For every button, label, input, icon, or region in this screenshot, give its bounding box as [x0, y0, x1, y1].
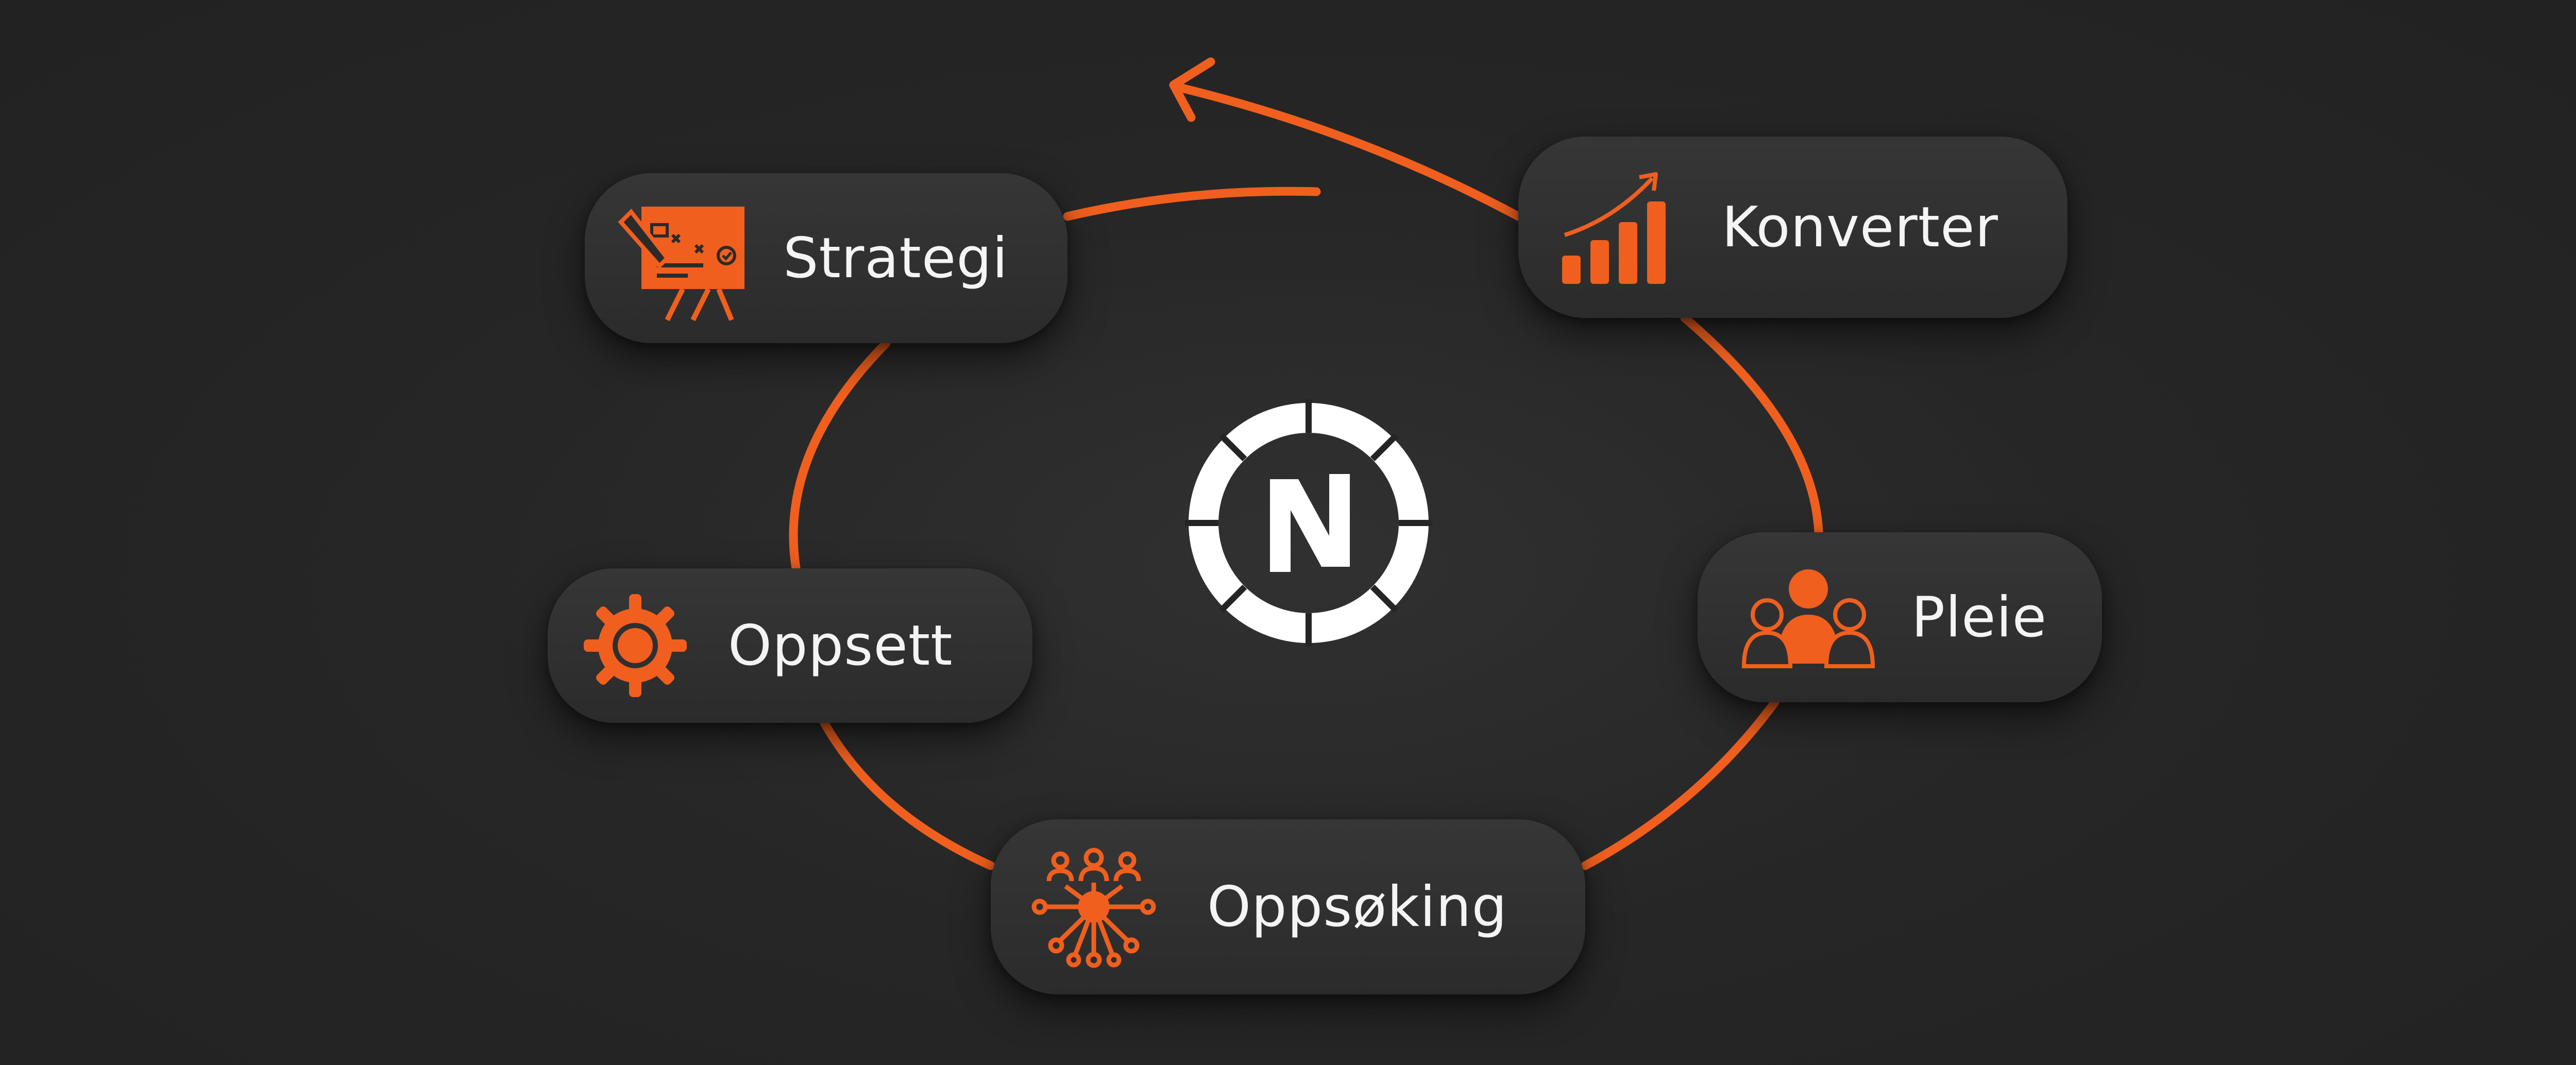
step-label-pleie: Pleie	[1911, 585, 2047, 650]
ring-segment-oppsoking-to-oppsett	[820, 718, 995, 870]
step-card-konverter: Konverter	[1518, 137, 2067, 318]
cycle-arrow	[1169, 57, 1523, 221]
step-label-strategi: Strategi	[783, 226, 1008, 291]
gear-icon	[584, 594, 687, 697]
ring-segment-strategi-to-top	[1063, 187, 1321, 221]
step-label-oppsoking: Oppsøking	[1207, 874, 1508, 939]
ring-segment-konverter-to-pleie	[1680, 313, 1823, 537]
step-card-oppsoking: Oppsøking	[991, 819, 1585, 994]
presentation-board-icon	[611, 191, 755, 325]
team-people-icon	[1741, 566, 1875, 669]
step-label-konverter: Konverter	[1722, 195, 1998, 260]
step-label-oppsett: Oppsett	[728, 613, 953, 678]
ring-segment-pleie-to-oppsoking	[1581, 698, 1780, 870]
ring-segment-oppsett-to-strategi	[789, 339, 891, 573]
step-card-pleie: Pleie	[1698, 532, 2102, 702]
brand-logo-n	[1185, 399, 1432, 647]
cycle-arrow-shaft	[1175, 83, 1523, 221]
cycle-arrow-head	[1169, 57, 1215, 122]
step-card-oppsett: Oppsett	[548, 568, 1032, 723]
cycle-ring	[789, 187, 1823, 870]
step-card-strategi: Strategi	[585, 173, 1067, 343]
growth-chart-icon	[1557, 168, 1675, 286]
network-people-icon	[1029, 842, 1158, 971]
